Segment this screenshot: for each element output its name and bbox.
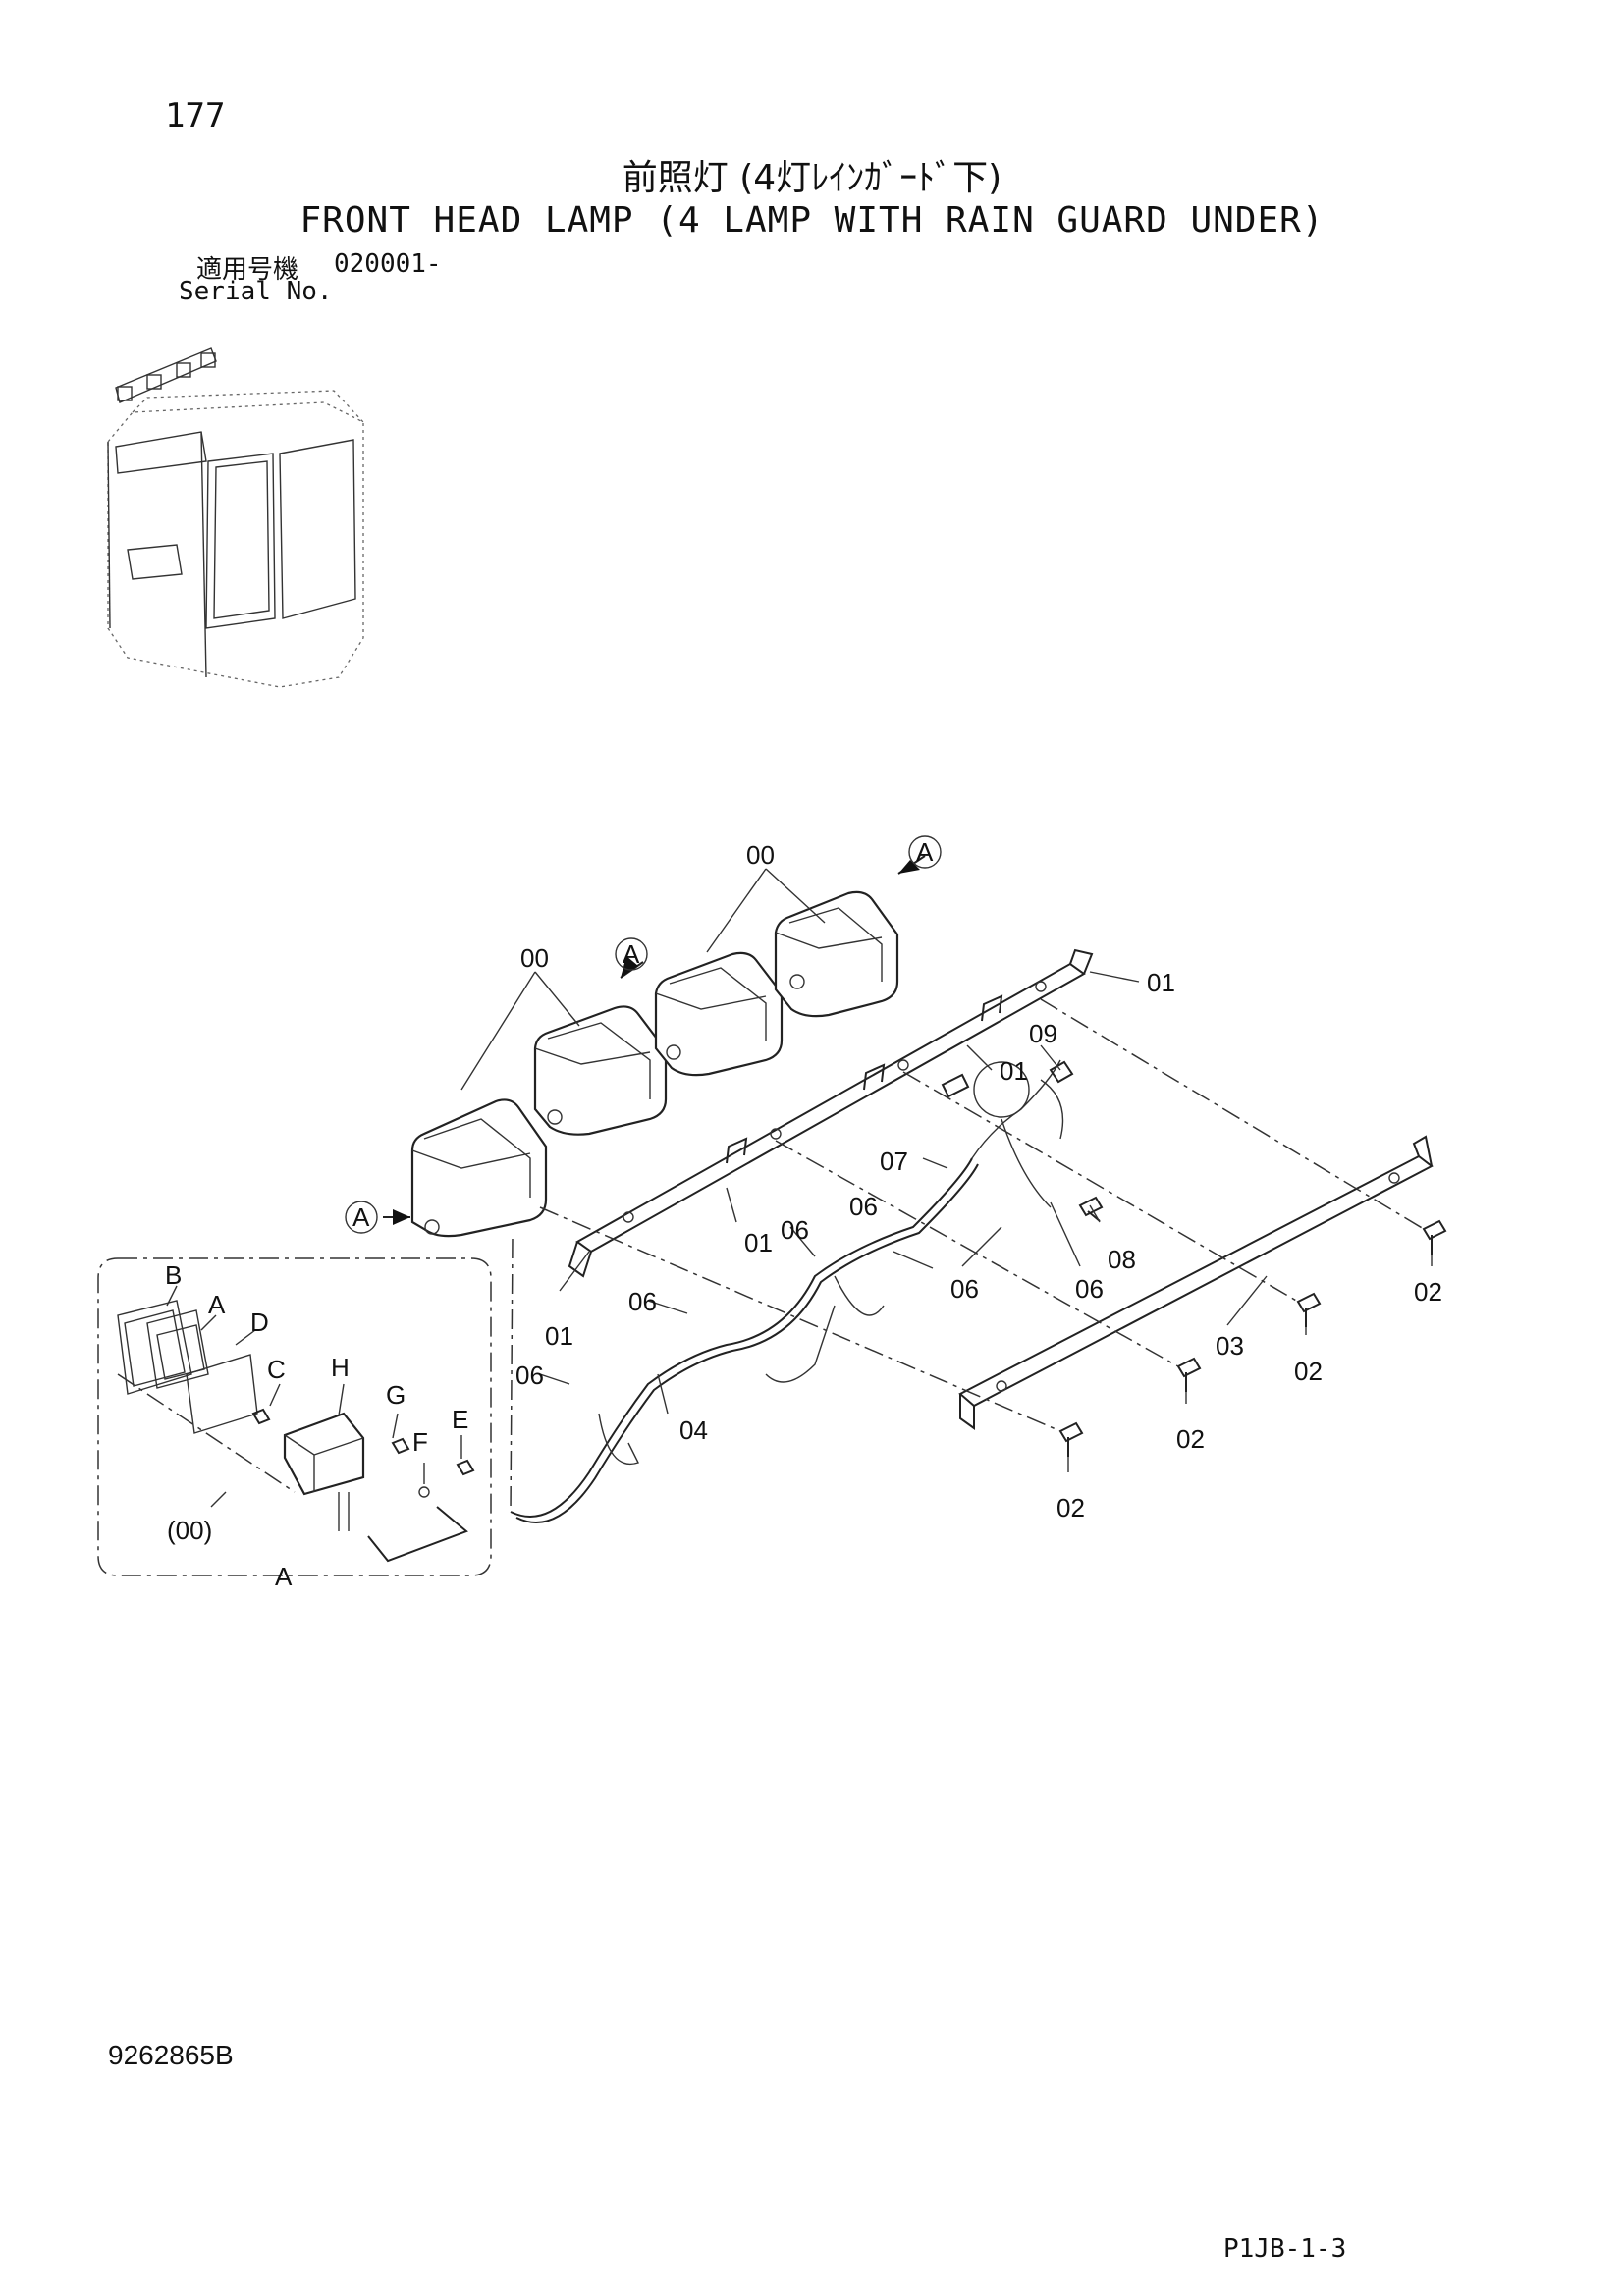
callout-04: 04 [679,1415,708,1445]
headlamp-3 [654,951,784,1077]
callout-09: 09 [1029,1019,1057,1048]
callout-06-a: 06 [849,1192,878,1221]
leader-lines [460,868,1433,1472]
callout-00-left: 00 [520,943,549,973]
drawing-number: 9262865B [108,2040,234,2070]
detail-callout-g: G [386,1380,406,1410]
mounting-bar-03 [958,1135,1434,1430]
callout-02-c: 02 [1176,1424,1205,1454]
callout-02-a: 02 [1414,1277,1442,1307]
detail-callout-e: E [452,1405,468,1434]
callout-06-b: 06 [781,1215,809,1245]
detail-callout-b: B [165,1260,182,1290]
headlamp-4 [774,890,899,1018]
page-number: 177 [165,96,226,135]
callout-06-e: 06 [950,1274,979,1304]
ref-a-upper: A [916,837,934,867]
callout-02-b: 02 [1294,1357,1323,1386]
callout-08: 08 [1108,1245,1136,1274]
ref-a-middle: A [623,939,640,969]
detail-callout-a: A [208,1290,226,1319]
callout-07: 07 [880,1147,908,1176]
detail-callout-f: F [412,1427,428,1457]
reference-arrows [345,835,942,1234]
callout-06-c: 06 [628,1287,657,1316]
callout-02-d: 02 [1056,1493,1085,1522]
headlamp-2 [533,1005,668,1136]
cab-location-thumbnail [107,347,364,688]
detail-callout-assembly: (00) [167,1516,212,1545]
callout-01-left: 01 [545,1321,573,1351]
lamp-bracket-rail [568,948,1094,1278]
callout-03: 03 [1216,1331,1244,1361]
detail-view-a [97,1257,492,1576]
bolts [1058,1196,1447,1457]
serial-label-english: Serial No. [179,277,333,306]
callout-06-f: 06 [1075,1274,1104,1304]
ref-a-left: A [352,1202,370,1232]
callout-01-right: 01 [1147,968,1175,997]
detail-callout-d: D [250,1308,269,1337]
page-code: P1JB-1-3 [1223,2234,1347,2264]
serial-label-japanese: 適用号機 [196,255,299,285]
serial-number-range: 020001- [334,249,442,279]
assembly-lines [510,998,1425,1513]
callout-01-lower: 01 [744,1228,773,1257]
title-japanese: 前照灯 (4灯ﾚｲﾝｶﾞｰﾄﾞ下) [622,158,1002,198]
title-english: FRONT HEAD LAMP (4 LAMP WITH RAIN GUARD … [299,200,1325,240]
detail-callout-h: H [331,1353,350,1382]
detail-callout-c: C [267,1355,286,1384]
callout-labels: 00 00 A A A 01 01 01 01 09 07 06 06 06 0… [165,837,1442,1591]
headlamp-1 [410,1098,548,1238]
callout-00-upper: 00 [746,840,775,870]
detail-view-label: A [275,1562,293,1591]
callout-01-middle: 01 [1000,1056,1028,1086]
callout-06-d: 06 [515,1361,544,1390]
